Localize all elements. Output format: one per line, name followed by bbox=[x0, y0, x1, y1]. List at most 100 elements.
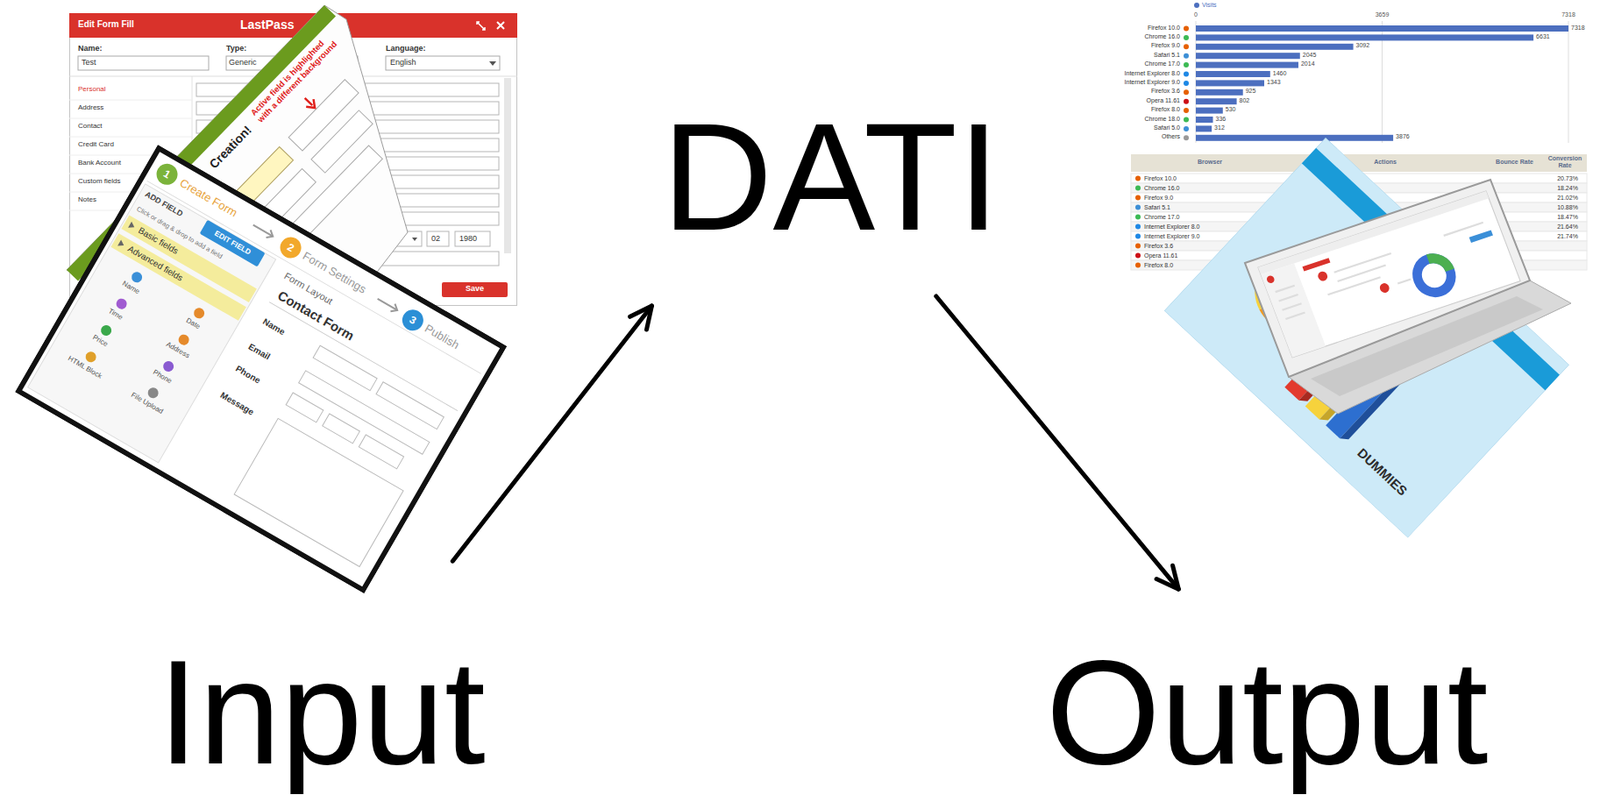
label-holder: Name: bbox=[78, 43, 103, 54]
axis-label: 0 bbox=[1181, 11, 1210, 19]
label-holder: Address bbox=[78, 103, 104, 113]
label-holder: LastPass bbox=[240, 17, 294, 33]
password-manager-screenshot bbox=[504, 78, 512, 254]
label-holder: Language: bbox=[385, 43, 427, 54]
form-builder-screenshot bbox=[285, 392, 324, 423]
label-holder: Browser bbox=[1130, 158, 1289, 166]
callout-note: Active field is highlighted with a diffe… bbox=[248, 28, 343, 126]
value-label: 2045 bbox=[1302, 51, 1317, 59]
label-holder: Actions bbox=[1363, 158, 1408, 166]
label-holder: 02 bbox=[431, 234, 441, 244]
label-holder: Opera 11.61 bbox=[1144, 252, 1178, 260]
bar bbox=[1195, 107, 1224, 114]
book-title: DUMMIES bbox=[1354, 445, 1411, 499]
laptop-illustration bbox=[1337, 265, 1387, 282]
label-holder: Internet Explorer 8.0 bbox=[1095, 70, 1181, 78]
field-label: Name bbox=[261, 316, 288, 338]
form-builder-screenshot bbox=[113, 296, 128, 311]
form-builder-screenshot bbox=[199, 220, 266, 268]
table-cell: Opera 11.61 bbox=[1144, 252, 1178, 260]
label-holder: 3876 bbox=[1395, 133, 1410, 141]
bar bbox=[1195, 135, 1394, 142]
label-holder: 336 bbox=[1216, 115, 1227, 123]
password-manager-screenshot bbox=[69, 99, 192, 101]
table-header: Browser bbox=[1130, 158, 1289, 166]
laptop-illustration bbox=[1275, 285, 1295, 292]
axis-label: 7318 bbox=[1554, 11, 1583, 19]
field-type: Date bbox=[164, 305, 222, 343]
table-header: Conversion Rate bbox=[1544, 155, 1586, 171]
password-manager-screenshot bbox=[412, 237, 418, 242]
password-manager-screenshot bbox=[476, 21, 485, 30]
category-label: Chrome 17.0 bbox=[1095, 60, 1181, 68]
brand-name: LastPass bbox=[240, 17, 294, 33]
form-builder-screenshot bbox=[176, 332, 191, 347]
label-holder: Firefox 10.0 bbox=[1144, 175, 1177, 183]
browser-icon bbox=[1183, 99, 1189, 105]
label-holder: 3 bbox=[400, 309, 426, 331]
table-cell: Firefox 9.0 bbox=[1144, 194, 1174, 202]
password-manager-screenshot bbox=[455, 231, 491, 247]
laptop-illustration bbox=[1258, 191, 1521, 358]
table-cell: 21.64% bbox=[1550, 223, 1586, 231]
category-label: Chrome 16.0 bbox=[1095, 33, 1181, 41]
table-cell: Internet Explorer 8.0 bbox=[1144, 223, 1200, 231]
legend-text: Visits bbox=[1201, 1, 1217, 9]
label-holder: Bank Account bbox=[78, 158, 121, 168]
value-label: 1343 bbox=[1266, 78, 1281, 86]
label-holder: 2 bbox=[277, 236, 303, 258]
label-holder: Chrome 16.0 bbox=[1095, 33, 1181, 41]
label-holder: Firefox 8.0 bbox=[1144, 262, 1174, 270]
label-holder: 1 bbox=[154, 163, 179, 185]
form-builder-screenshot bbox=[266, 229, 276, 241]
analytics-screenshot bbox=[1195, 21, 1569, 143]
label-holder: Opera 11.61 bbox=[1095, 97, 1181, 105]
form-builder-screenshot bbox=[322, 413, 361, 444]
table-header: Bounce Rate bbox=[1490, 158, 1539, 166]
form-builder-screenshot bbox=[145, 385, 160, 400]
label-holder: 0 bbox=[1181, 11, 1210, 19]
label-holder: 21.02% bbox=[1550, 194, 1586, 202]
field-label: Type: bbox=[226, 43, 247, 54]
table-cell: 20.73% bbox=[1550, 175, 1586, 183]
field-label: Email bbox=[246, 341, 272, 363]
menu-item: Address bbox=[78, 103, 104, 113]
table-cell: 18.24% bbox=[1550, 184, 1586, 192]
form-builder-screenshot bbox=[99, 323, 114, 338]
browser-icon bbox=[1183, 80, 1189, 86]
category-label: Internet Explorer 8.0 bbox=[1095, 70, 1181, 78]
label-holder: Internet Explorer 8.0 bbox=[1144, 223, 1200, 231]
stage-label: Input bbox=[157, 628, 486, 798]
browser-icon bbox=[1135, 176, 1141, 182]
label-holder: 925 bbox=[1245, 87, 1257, 95]
form-builder-screenshot bbox=[117, 240, 126, 249]
bar bbox=[1195, 43, 1354, 50]
table-cell: Safari 5.1 bbox=[1144, 204, 1171, 212]
password-manager-screenshot bbox=[78, 56, 209, 71]
form-builder-screenshot bbox=[83, 349, 98, 364]
label-holder: 21.64% bbox=[1550, 223, 1586, 231]
value-label: 1460 bbox=[1272, 70, 1288, 78]
category-label: Safari 5.0 bbox=[1095, 124, 1181, 132]
menu-item: Notes bbox=[78, 195, 97, 205]
laptop-illustration bbox=[1428, 254, 1451, 277]
label-holder: Chrome 17.0 bbox=[1144, 213, 1180, 221]
menu-item: Contact bbox=[78, 121, 103, 131]
stage-word: Input bbox=[157, 628, 486, 798]
label-holder: 530 bbox=[1225, 106, 1237, 114]
label-holder: 21.74% bbox=[1550, 233, 1586, 241]
label-holder: Firefox 9.0 bbox=[1144, 194, 1174, 202]
laptop-illustration bbox=[1334, 253, 1392, 273]
bar bbox=[1195, 34, 1534, 41]
label-holder: Firefox 8.0 bbox=[1095, 106, 1181, 114]
laptop-illustration bbox=[1328, 277, 1381, 295]
label-holder: 3092 bbox=[1356, 42, 1371, 50]
field-label: Name: bbox=[78, 43, 103, 54]
laptop-illustration bbox=[1443, 222, 1484, 236]
browser-icon bbox=[1135, 263, 1141, 269]
browser-icon bbox=[1135, 205, 1141, 211]
form-builder-screenshot bbox=[129, 270, 144, 285]
label-holder: 7318 bbox=[1554, 11, 1583, 19]
label-holder: EDIT FIELD bbox=[201, 221, 264, 264]
